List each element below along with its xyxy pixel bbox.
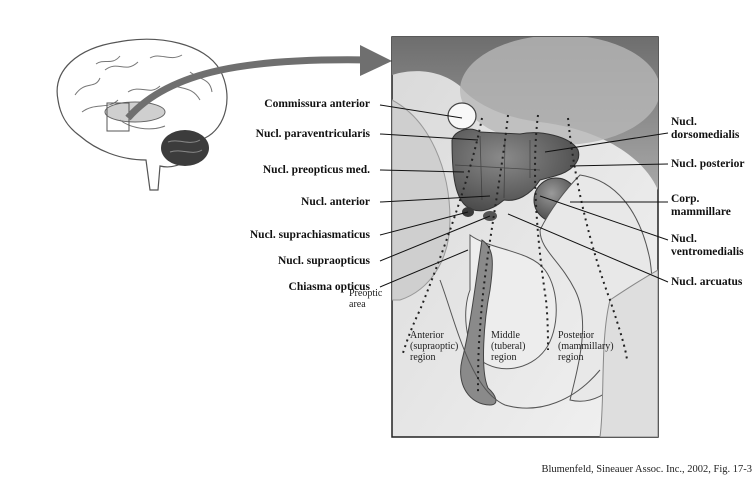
- label-nucl-ventromedialis: Nucl. ventromedialis: [671, 233, 744, 259]
- leader-commissura: [380, 105, 462, 118]
- leader-arcuatus: [508, 214, 668, 282]
- label-nucl-dorsomedialis: Nucl. dorsomedialis: [671, 116, 739, 142]
- region-anterior-line2: (supraoptic): [410, 341, 458, 352]
- label-nucl-posterior: Nucl. posterior: [671, 158, 744, 171]
- leader-preopticus: [380, 170, 464, 172]
- region-posterior-mammillary: Posterior (mammillary) region: [558, 330, 614, 363]
- label-dorsomedialis-line1: Nucl.: [671, 116, 739, 129]
- label-nucl-preopticus-med: Nucl. preopticus med.: [263, 164, 370, 177]
- label-commissura-anterior: Commissura anterior: [264, 98, 370, 111]
- leader-suprachiasmaticus: [380, 212, 468, 235]
- region-anterior-supraoptic: Anterior (supraoptic) region: [410, 330, 458, 363]
- region-middle-tuberal: Middle (tuberal) region: [491, 330, 525, 363]
- region-posterior-line1: Posterior: [558, 330, 614, 341]
- label-mammillare-line1: Corp.: [671, 193, 731, 206]
- label-nucl-suprachiasmaticus: Nucl. suprachiasmaticus: [250, 229, 370, 242]
- leader-supraopticus: [380, 216, 490, 261]
- region-preoptic-line2: area: [349, 299, 382, 310]
- label-nucl-paraventricularis: Nucl. paraventricularis: [256, 128, 370, 141]
- label-corp-mammillare: Corp. mammillare: [671, 193, 731, 219]
- label-nucl-arcuatus: Nucl. arcuatus: [671, 276, 742, 289]
- region-anterior-line1: Anterior: [410, 330, 458, 341]
- label-ventromedialis-line2: ventromedialis: [671, 246, 744, 259]
- label-nucl-supraopticus: Nucl. supraopticus: [278, 255, 370, 268]
- label-dorsomedialis-line2: dorsomedialis: [671, 129, 739, 142]
- region-posterior-line2: (mammillary): [558, 341, 614, 352]
- region-middle-line2: (tuberal): [491, 341, 525, 352]
- figure-credit: Blumenfeld, Sineauer Assoc. Inc., 2002, …: [541, 464, 752, 475]
- region-middle-line1: Middle: [491, 330, 525, 341]
- label-ventromedialis-line1: Nucl.: [671, 233, 744, 246]
- region-middle-line3: region: [491, 352, 525, 363]
- region-anterior-line3: region: [410, 352, 458, 363]
- label-nucl-anterior: Nucl. anterior: [301, 196, 370, 209]
- region-preoptic-area: Preoptic area: [349, 288, 382, 310]
- leader-paraventricularis: [380, 134, 478, 140]
- leader-posterior: [570, 164, 668, 166]
- region-posterior-line3: region: [558, 352, 614, 363]
- label-mammillare-line2: mammillare: [671, 206, 731, 219]
- leader-dorsomedialis: [545, 133, 668, 152]
- leader-anterior: [380, 196, 490, 202]
- leader-ventromedialis: [540, 196, 668, 240]
- region-preoptic-line1: Preoptic: [349, 288, 382, 299]
